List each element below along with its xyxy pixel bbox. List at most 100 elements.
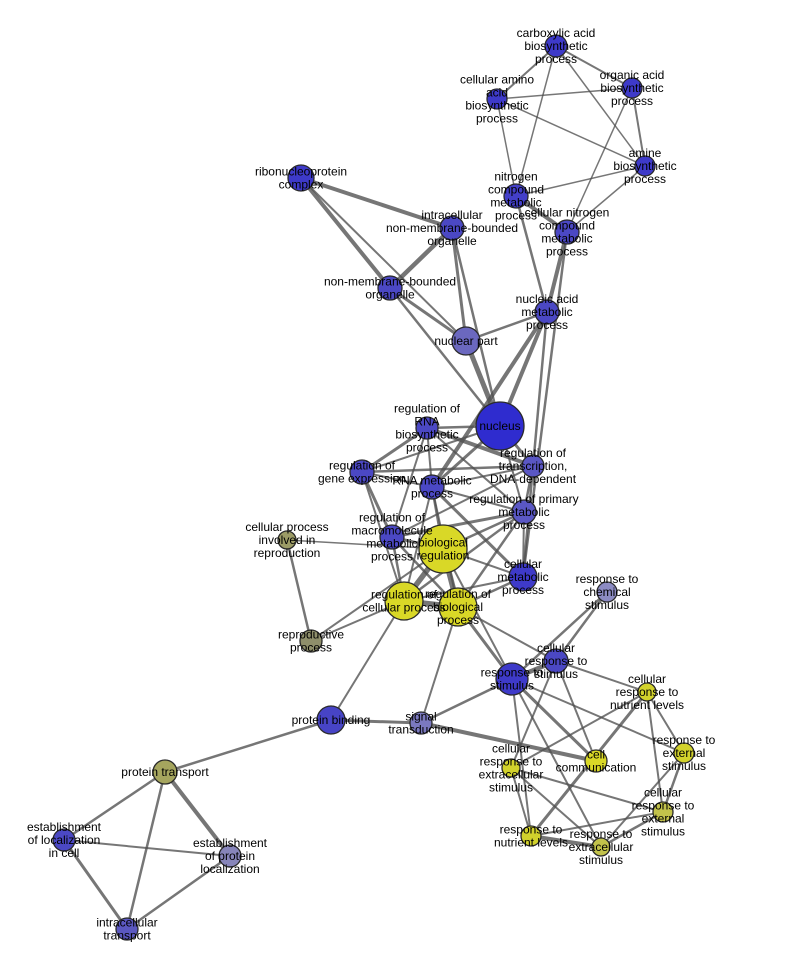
edge-carboxylic-acid--organic-acid [555,45,633,89]
edge-organic-acid--amine-biosynthetic [631,87,646,167]
node-protein-binding[interactable] [316,705,346,735]
node-biological-regulation[interactable] [418,524,468,574]
edge-response-stimulus--response-extracellular-stimulus [511,678,602,848]
edge-regulation-primary-metabolic--regulation-macromolecule-metabolic [390,510,526,539]
edge-establishment-localization-in-cell--establishment-protein-localization [63,839,231,857]
node-response-nutrient-levels[interactable] [520,825,542,847]
edge-cellular-response-external-stimulus--response-nutrient-levels [530,811,664,837]
node-nmb-organelle[interactable] [377,275,403,301]
edge-ribonucleoprotein-complex--nuclear-part [300,177,467,342]
node-signal-transduction[interactable] [409,711,433,735]
node-layer [52,34,695,941]
node-establishment-protein-localization[interactable] [218,844,242,868]
node-cellular-metabolic[interactable] [508,562,538,592]
edge-establishment-protein-localization--intracellular-transport [125,854,232,931]
node-nitrogen-compound[interactable] [503,183,529,209]
edge-signal-transduction--protein-binding [329,718,423,725]
edge-ribonucleoprotein-complex--nmb-organelle [299,176,392,290]
node-reproductive-process[interactable] [299,629,323,653]
node-regulation-cellular-process[interactable] [384,581,424,621]
edge-regulation-biological-process--signal-transduction [420,606,459,724]
node-ribonucleoprotein-complex[interactable] [287,164,315,192]
edge-protein-transport--establishment-protein-localization [163,770,232,858]
node-response-stimulus[interactable] [495,662,529,696]
edge-response-stimulus--response-nutrient-levels [511,678,532,837]
node-regulation-rna-biosynthetic[interactable] [415,416,439,440]
edge-response-stimulus--response-chemical-stimulus [510,590,609,681]
edge-carboxylic-acid--amine-biosynthetic [555,45,646,167]
edge-cellular-response-external-stimulus--response-extracellular-stimulus [599,810,665,849]
edge-organic-acid--cellular-nitrogen-compound [566,87,633,233]
edge-ribonucleoprotein-complex--intracellular-nmb-organelle [299,176,454,230]
node-regulation-macromolecule-metabolic[interactable] [379,524,405,550]
node-cellular-response-external-stimulus[interactable] [652,801,674,823]
edge-regulation-transcription--regulation-gene-expression [360,464,535,474]
edge-cellular-response-nutrient-levels--response-external-stimulus [646,691,685,754]
edge-cellular-process-reproduction--reproductive-process [285,538,313,643]
node-nuclear-part[interactable] [451,326,481,356]
node-cellular-amino-acid[interactable] [486,88,508,110]
node-label-nuclear-part: nuclear part [434,334,498,348]
node-organic-acid[interactable] [621,77,643,99]
node-cellular-nitrogen-compound[interactable] [554,219,580,245]
node-intracellular-nmb-organelle[interactable] [439,215,465,241]
edge-establishment-localization-in-cell--intracellular-transport [62,838,129,931]
node-cellular-response-extracellular-stimulus[interactable] [501,758,521,778]
node-rna-metabolic[interactable] [419,474,445,500]
node-protein-transport[interactable] [152,759,178,785]
edge-rna-metabolic--regulation-primary-metabolic [431,486,525,513]
node-response-chemical-stimulus[interactable] [596,581,618,603]
edge-biological-regulation--reproductive-process [310,548,444,642]
node-regulation-biological-process[interactable] [438,587,478,627]
edge-response-external-stimulus--response-extracellular-stimulus [600,752,685,848]
node-intracellular-transport[interactable] [115,917,139,941]
edge-cellular-response-nutrient-levels--cellular-response-extracellular-stimulus [510,691,648,769]
node-cellular-response-stimulus[interactable] [543,648,569,674]
edge-layer [62,45,686,931]
edge-regulation-rna-biosynthetic--regulation-primary-metabolic [426,427,525,513]
edge-nmb-organelle--nucleus [388,286,502,428]
node-nucleus[interactable] [475,401,525,451]
node-regulation-gene-expression[interactable] [349,459,375,485]
node-cell-communication[interactable] [584,749,608,773]
edge-cellular-response-stimulus--cell-communication [555,660,597,762]
node-response-extracellular-stimulus[interactable] [591,837,611,857]
node-response-external-stimulus[interactable] [673,742,695,764]
edge-cellular-response-stimulus--response-chemical-stimulus [554,590,609,663]
edge-cellular-nitrogen-compound--nucleic-acid-metabolic [545,230,569,314]
edge-nucleic-acid-metabolic--rna-metabolic [430,310,549,489]
node-nucleic-acid-metabolic[interactable] [534,299,560,325]
edge-nucleic-acid-metabolic--cellular-metabolic [521,310,549,579]
node-cellular-response-nutrient-levels[interactable] [637,682,657,702]
node-regulation-transcription[interactable] [521,454,545,478]
edge-intracellular-nmb-organelle--nuclear-part [450,226,468,343]
edge-organic-acid--cellular-amino-acid [496,87,633,100]
edge-regulation-transcription--regulation-macromolecule-metabolic [391,465,534,538]
node-establishment-localization-in-cell[interactable] [52,828,76,852]
edge-intracellular-nmb-organelle--nmb-organelle [387,225,455,291]
node-amine-biosynthetic[interactable] [634,155,656,177]
node-carboxylic-acid[interactable] [544,34,568,58]
edge-response-nutrient-levels--response-extracellular-stimulus [529,834,603,849]
edge-regulation-rna-biosynthetic--regulation-gene-expression [360,426,429,474]
edge-response-stimulus--response-external-stimulus [511,678,685,754]
node-regulation-primary-metabolic[interactable] [511,499,537,525]
node-cellular-process-reproduction[interactable] [277,530,297,550]
